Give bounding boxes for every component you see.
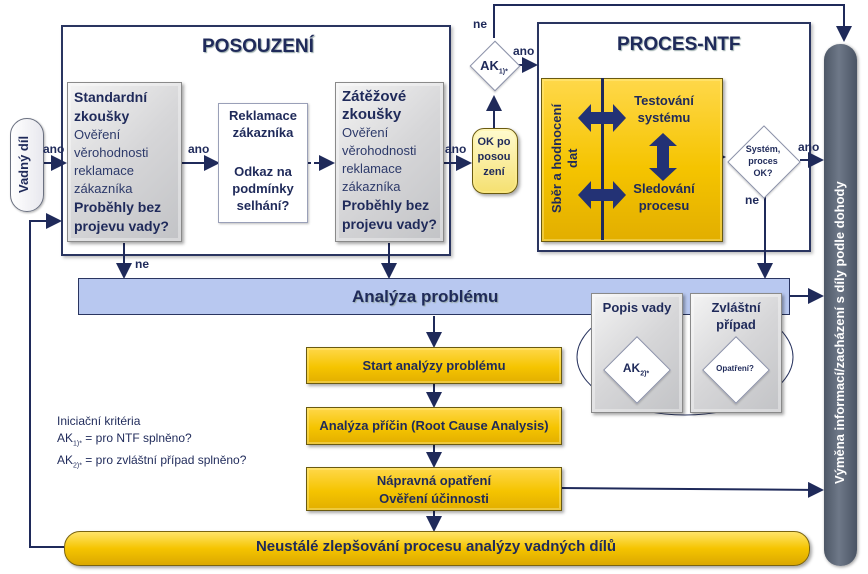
edge-napravna-exchange (559, 481, 824, 498)
zvlastni-title-1: Zvláštní (711, 300, 761, 315)
analyza-problemu-title: Analýza problému (352, 287, 499, 306)
ntf-block (541, 78, 723, 242)
label-ano-ak1: ano (513, 44, 535, 58)
system-line-3: OK? (753, 168, 773, 178)
criteria-ak1-text: = pro NTF splněno? (81, 431, 192, 445)
standard-question-2: projevu vady? (74, 218, 169, 234)
zatezove-title-1: Zátěžové (342, 88, 407, 105)
standard-title-1: Standardní (74, 89, 148, 105)
testovani-line-2: systému (637, 110, 691, 125)
edge-feedback-loop (29, 213, 64, 548)
reklamace-bottom-3: selhání? (236, 198, 290, 213)
ok-line-2: posou (477, 151, 511, 163)
criteria-ak2-sub: 2)* (73, 462, 82, 470)
criteria-ak2-text: = pro zvláštní případ splněno? (81, 453, 247, 468)
step-analyza-pricin: Analýza příčin (Root Cause Analysis) (306, 407, 562, 445)
system-ok-text: Systém, proces OK? (735, 143, 791, 179)
opatreni-label: Opatření? (716, 364, 754, 373)
criteria-ak1-base: AK (57, 431, 74, 445)
testovani-systemu-label: Testování systému (618, 92, 710, 126)
label-ne-standard: ne (135, 257, 150, 271)
standard-desc-3: reklamace (74, 163, 134, 178)
edge-ak1-ne (493, 4, 852, 42)
reklamace-zakaznika-box: Reklamace zákazníka Odkaz na podmínky se… (218, 103, 308, 223)
initiation-criteria: Iniciační kritéria AK1)* = pro NTF splně… (57, 413, 246, 475)
system-line-1: Systém, (745, 144, 781, 154)
ak1-label: AK1)* (474, 58, 514, 76)
system-line-2: proces (748, 156, 778, 166)
reklamace-top-2: zákazníka (232, 125, 294, 140)
zatezove-desc-1: Ověření (342, 125, 389, 140)
label-ne-ak1: ne (473, 17, 488, 31)
zatezove-question-1: Proběhly bez (342, 197, 430, 213)
testovani-line-1: Testování (634, 93, 694, 108)
sledovani-line-2: procesu (638, 198, 690, 213)
sledovani-line-1: Sledování (633, 181, 695, 196)
zatezove-zkousky-box: Zátěžové zkoušky Ověření věrohodnosti re… (335, 82, 444, 242)
label-ano-standard: ano (188, 142, 210, 156)
zatezove-question-2: projevu vady? (342, 216, 437, 232)
ok-po-posouzeni-text: OK po posou zení (472, 135, 516, 180)
napravna-line-2: Ověření účinnosti (379, 491, 489, 506)
zatezove-desc-2: věrohodnosti (342, 143, 417, 158)
standard-desc-2: věrohodnosti (74, 145, 149, 160)
ak1-base: AK (480, 58, 499, 73)
continuous-improvement-label: Neustálé zlepšování procesu analýzy vadn… (255, 538, 617, 555)
label-ano-system: ano (798, 140, 820, 154)
start-vadny-dil (10, 118, 44, 212)
zatezove-desc-4: zákazníka (342, 179, 401, 194)
double-arrow-vertical-icon (649, 133, 677, 181)
label-ne-system: ne (745, 193, 760, 207)
ok-po-posouzeni-node (472, 128, 518, 194)
step-start-analyzy: Start analýzy problému (306, 347, 562, 384)
criteria-ak2: AK2)* = pro zvláštní případ splněno? (57, 452, 246, 474)
zvlastni-title-2: případ (716, 317, 756, 332)
zatezove-title-2: zkoušky (342, 106, 402, 123)
criteria-ak1: AK1)* = pro NTF splněno? (57, 430, 246, 452)
criteria-ak2-base: AK (57, 453, 74, 468)
ok-line-1: OK po (477, 136, 511, 148)
exchange-side-label: Výměna informací/zacházení s díly podle … (832, 181, 847, 484)
ak2-sub: 2)* (640, 370, 650, 378)
ntf-divider (601, 78, 604, 240)
standard-desc-1: Ověření (74, 127, 121, 142)
step-napravna-opatreni: Nápravná opatření Ověření účinnosti (306, 467, 562, 511)
ok-line-3: zení (483, 166, 505, 178)
standard-desc-4: zákazníka (74, 181, 133, 196)
sledovani-procesu-label: Sledování procesu (618, 180, 710, 214)
label-ano-zatezove: ano (445, 142, 467, 156)
ak2-base: AK (622, 361, 641, 375)
ak2-label: AK2)* (611, 361, 661, 377)
standard-question-1: Proběhly bez (74, 199, 162, 215)
ak1-sub: 1)* (498, 68, 508, 76)
standard-title-2: zkoušky (74, 108, 130, 124)
label-ano-start: ano (43, 142, 65, 156)
exchange-side-bar (824, 44, 857, 566)
double-arrow-top-icon (578, 104, 626, 132)
zatezove-desc-3: reklamace (342, 161, 402, 176)
popis-vady-title: Popis vady (602, 300, 672, 315)
reklamace-bottom-1: Odkaz na (234, 164, 292, 179)
standardni-zkousky-box: Standardní zkoušky Ověření věrohodnosti … (67, 82, 182, 242)
reklamace-top-1: Reklamace (229, 108, 297, 123)
posouzeni-title: POSOUZENÍ (202, 36, 314, 57)
double-arrow-bottom-icon (578, 181, 626, 209)
napravna-line-1: Nápravná opatření (376, 473, 492, 488)
reklamace-bottom-2: podmínky (232, 181, 294, 196)
continuous-improvement-bar (64, 531, 810, 566)
criteria-ak1-sub: 1)* (73, 440, 82, 448)
proces-ntf-title: PROCES-NTF (617, 34, 741, 55)
criteria-title: Iniciační kritéria (57, 414, 141, 428)
